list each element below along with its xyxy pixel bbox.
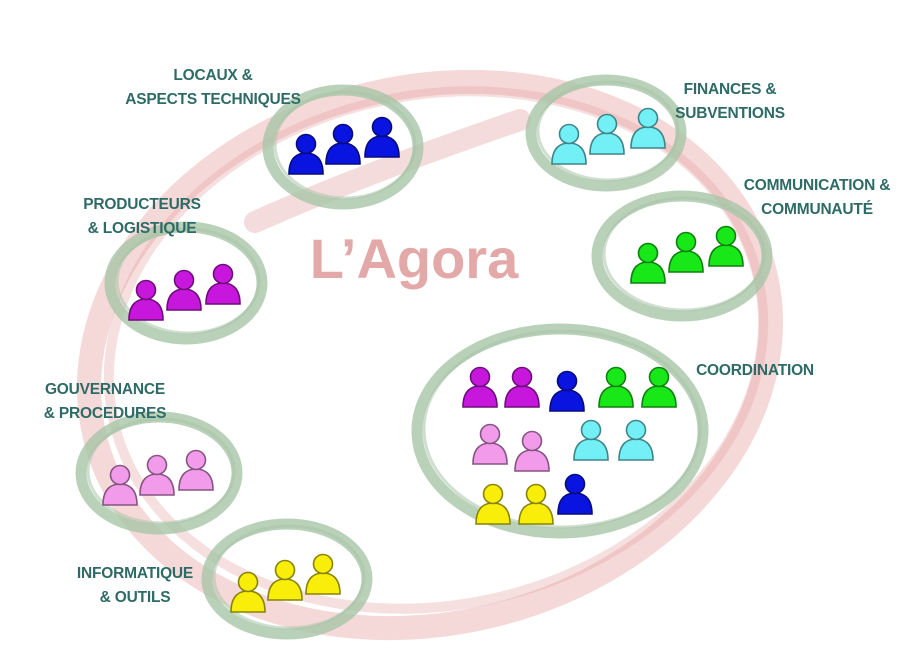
label-gouvernance-line-1: GOUVERNANCE	[44, 381, 166, 398]
person-icon	[102, 464, 138, 506]
label-producteurs-line-1: PRODUCTEURS	[83, 196, 201, 213]
group-locaux-ring-inner	[273, 90, 417, 200]
label-locaux-line-2: ASPECTS TECHNIQUES	[125, 91, 301, 108]
person-icon	[598, 366, 634, 408]
group-gouvernance-ring-inner	[86, 417, 236, 525]
person-icon	[139, 454, 175, 496]
person-icon	[205, 263, 241, 305]
label-finances-line-2: SUBVENTIONS	[675, 105, 785, 122]
person-icon	[267, 559, 303, 601]
group-finances	[525, 74, 687, 192]
person-icon	[668, 231, 704, 273]
person-icon	[641, 366, 677, 408]
label-informatique: INFORMATIQUE & OUTILS	[55, 562, 215, 610]
group-finances-ring	[525, 74, 687, 192]
group-locaux-ring	[262, 84, 424, 210]
group-communication-ring-inner	[602, 196, 766, 312]
label-coordination-line-1: COORDINATION	[696, 362, 814, 379]
label-producteurs-line-2: & LOGISTIQUE	[87, 220, 197, 237]
label-communication-line-2: COMMUNAUTÉ	[761, 201, 873, 218]
label-informatique-line-1: INFORMATIQUE	[76, 565, 194, 582]
label-informatique-line-2: & OUTILS	[99, 589, 171, 606]
group-producteurs-ring-inner	[115, 227, 261, 335]
person-icon	[475, 483, 511, 525]
label-communication-line-1: COMMUNICATION &	[743, 177, 891, 194]
groups-layer	[75, 74, 773, 640]
group-communication-ring	[591, 190, 773, 322]
ring-brush-tail	[244, 109, 531, 233]
label-locaux-line-1: LOCAUX &	[173, 67, 253, 84]
label-finances-line-1: FINANCES &	[683, 81, 777, 98]
label-finances: FINANCES & SUBVENTIONS	[650, 78, 810, 126]
person-icon	[630, 242, 666, 284]
person-icon	[589, 113, 625, 155]
person-icon	[557, 473, 593, 515]
label-producteurs: PRODUCTEURS & LOGISTIQUE	[62, 193, 222, 241]
group-coordination-ring	[411, 323, 709, 539]
group-informatique-ring-inner	[212, 524, 366, 630]
group-gouvernance	[75, 411, 243, 535]
person-icon	[364, 116, 400, 158]
group-producteurs-ring	[104, 221, 268, 345]
person-icon	[708, 225, 744, 267]
person-icon	[518, 483, 554, 525]
group-communication	[591, 190, 773, 322]
label-gouvernance: GOUVERNANCE & PROCEDURES	[25, 378, 185, 426]
person-icon	[230, 571, 266, 613]
person-icon	[504, 366, 540, 408]
group-informatique	[201, 518, 373, 640]
label-locaux: LOCAUX & ASPECTS TECHNIQUES	[113, 64, 313, 112]
person-icon	[128, 279, 164, 321]
label-gouvernance-line-2: & PROCEDURES	[43, 405, 167, 422]
label-communication: COMMUNICATION & COMMUNAUTÉ	[722, 174, 912, 222]
group-gouvernance-ring	[75, 411, 243, 535]
diagram-title: L’Agora	[310, 227, 519, 290]
group-informatique-ring	[201, 518, 373, 640]
group-producteurs	[104, 221, 268, 345]
group-coordination-ring-inner	[422, 329, 702, 529]
person-icon	[305, 553, 341, 595]
person-icon	[288, 133, 324, 175]
label-coordination: COORDINATION	[680, 359, 830, 383]
person-icon	[551, 123, 587, 165]
person-icon	[630, 107, 666, 149]
person-icon	[514, 430, 550, 472]
person-icon	[178, 449, 214, 491]
group-coordination	[411, 323, 709, 539]
person-icon	[573, 419, 609, 461]
person-icon	[166, 269, 202, 311]
person-icon	[618, 419, 654, 461]
group-finances-ring-inner	[536, 80, 680, 182]
person-icon	[472, 423, 508, 465]
person-icon	[462, 366, 498, 408]
person-icon	[325, 123, 361, 165]
person-icon	[549, 370, 585, 412]
group-locaux	[262, 84, 424, 210]
